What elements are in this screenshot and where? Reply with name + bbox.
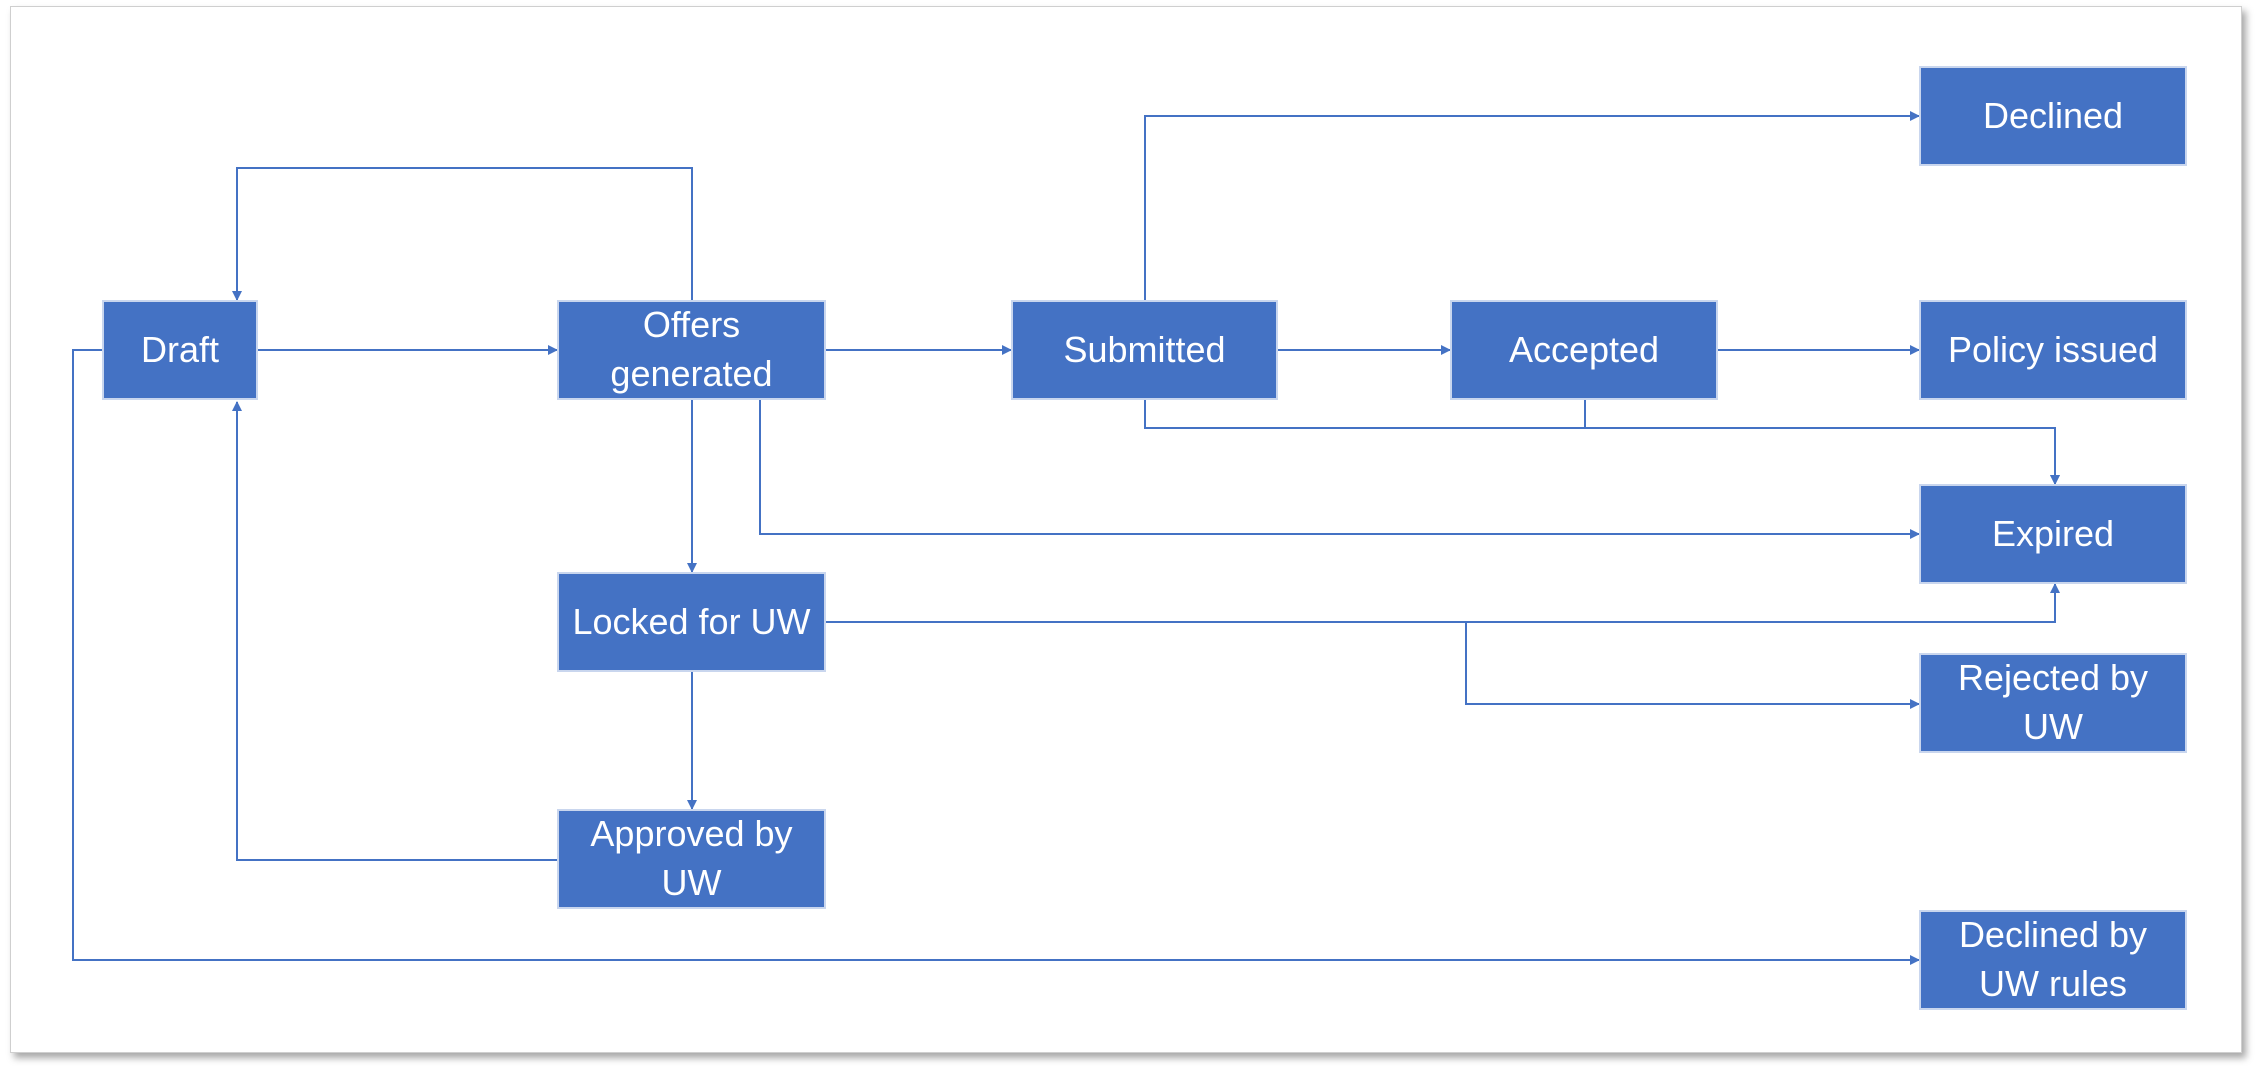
- node-policy-issued[interactable]: Policy issued: [1919, 300, 2187, 400]
- edge-draft-to-declined-rules: [72, 349, 1920, 965]
- node-accepted[interactable]: Accepted: [1450, 300, 1718, 400]
- node-declined[interactable]: Declined: [1919, 66, 2187, 166]
- node-submitted[interactable]: Submitted: [1011, 300, 1278, 400]
- edge-accepted-to-expired: [1584, 400, 2060, 485]
- node-rejected-by-uw-label: Rejected by UW: [1957, 657, 2149, 747]
- node-offers-generated-label: Offers generated: [610, 304, 773, 394]
- edge-submitted-to-expired: [1144, 400, 2060, 485]
- node-rejected-by-uw[interactable]: Rejected by UW: [1919, 653, 2187, 753]
- node-submitted-label: Submitted: [1063, 328, 1226, 370]
- node-approved-by-uw-label: Approved by UW: [590, 813, 793, 903]
- node-policy-issued-label: Policy issued: [1947, 328, 2159, 370]
- node-locked-for-uw[interactable]: Locked for UW: [557, 572, 826, 672]
- node-draft[interactable]: Draft: [102, 300, 258, 400]
- edge-submitted-to-declined: [1144, 111, 1920, 300]
- node-draft-label: Draft: [140, 328, 219, 370]
- node-declined-label: Declined: [1982, 94, 2124, 136]
- node-expired[interactable]: Expired: [1919, 484, 2187, 584]
- node-offers-generated[interactable]: Offers generated: [557, 300, 826, 400]
- node-accepted-label: Accepted: [1508, 328, 1660, 370]
- edge-offers-to-expired: [759, 400, 1920, 539]
- node-locked-for-uw-label: Locked for UW: [572, 600, 811, 642]
- diagram-frame: [10, 6, 2242, 1053]
- edge-locked-to-expired: [826, 583, 2060, 623]
- node-approved-by-uw[interactable]: Approved by UW: [557, 809, 826, 909]
- edge-approved-to-draft: [232, 401, 557, 861]
- node-expired-label: Expired: [1991, 512, 2115, 554]
- node-declined-by-uw-rules-label: Declined by UW rules: [1958, 914, 2148, 1004]
- edge-locked-to-rejected: [1465, 622, 1920, 709]
- edge-offers-to-draft: [232, 167, 693, 301]
- node-declined-by-uw-rules[interactable]: Declined by UW rules: [1919, 910, 2187, 1010]
